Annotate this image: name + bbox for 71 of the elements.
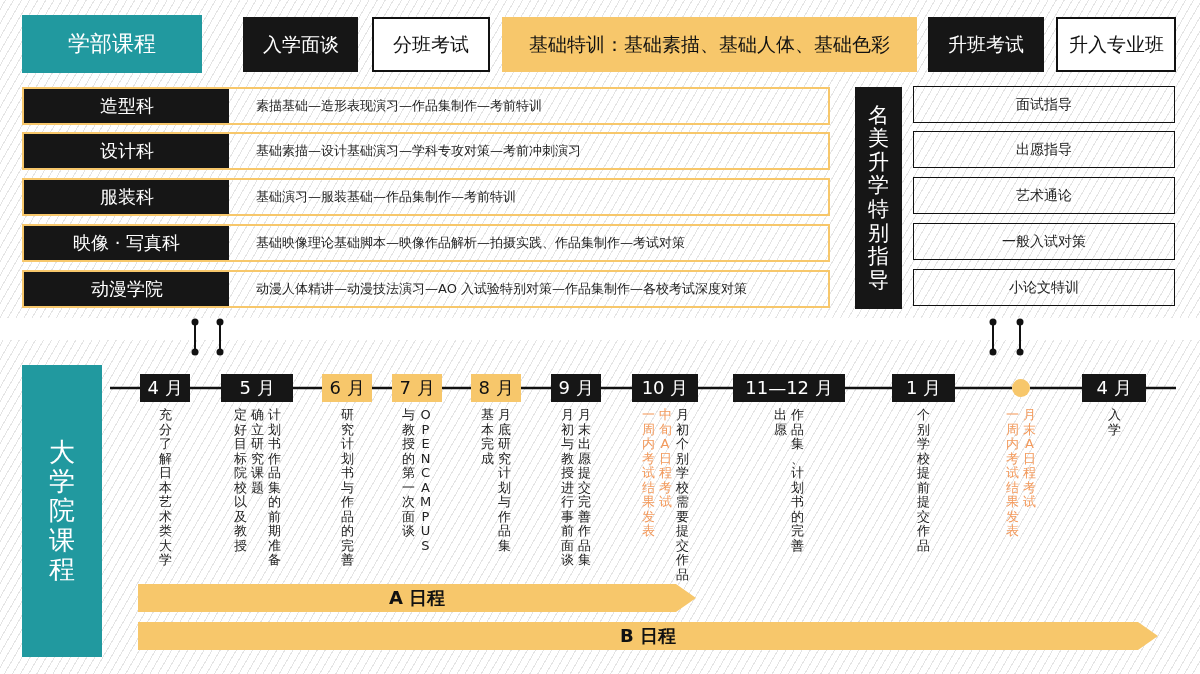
timeline-line [372, 386, 392, 390]
timeline-line [601, 386, 632, 390]
milestone-note: 一周内考试结果发表 [641, 408, 655, 539]
timeline-line [698, 386, 733, 390]
timeline-line [293, 386, 322, 390]
stage-box: 入学面谈 [243, 17, 358, 72]
timeline-line [955, 386, 1012, 390]
section-title: 学部课程 [22, 15, 202, 73]
milestone-note: 一周内考试结果发表 [1005, 408, 1020, 539]
guidance-box: 小论文特训 [913, 269, 1175, 306]
course-row [22, 178, 830, 216]
month-tag: 4 月 [140, 374, 190, 402]
course-path-text: 基础素描—设计基础演习—学科专攻对策—考前冲刺演习 [256, 142, 581, 160]
milestone-note: 入学 [1107, 408, 1121, 437]
course-row [22, 270, 830, 308]
month-tag: 8 月 [471, 374, 521, 402]
milestone-note: 月底研究计划与作品集 [497, 408, 512, 553]
milestone-note: 确立研究课题 [250, 408, 264, 495]
milestone-note: 个别学校提前提交作品 [916, 408, 931, 553]
milestone-note: 计划书作品集的前期准备 [267, 408, 281, 568]
month-tag: 1 月 [892, 374, 955, 402]
month-tag: 4 月 [1082, 374, 1146, 402]
section-title: 名美升学特别指导 [855, 87, 902, 309]
milestone-note: 基本完成 [480, 408, 495, 466]
course-name-label: 造型科 [24, 89, 229, 123]
course-path-text: 基础演习—服装基础—作品集制作—考前特训 [256, 188, 516, 206]
stage-box: 升入专业班 [1056, 17, 1176, 72]
timeline-line [442, 386, 471, 390]
guidance-box: 一般入试对策 [913, 223, 1175, 260]
month-tag: 10 月 [632, 374, 698, 402]
course-name-label: 设计科 [24, 134, 229, 168]
timeline-line [521, 386, 551, 390]
guidance-box: 艺术通论 [913, 177, 1175, 214]
schedule-bar: B 日程 [138, 622, 1158, 650]
course-row [22, 224, 830, 262]
stage-box: 基础特训：基础素描、基础人体、基础色彩 [502, 17, 917, 72]
course-path-text: 基础映像理论基础脚本—映像作品解析—拍摄实践、作品集制作—考试对策 [256, 234, 685, 252]
guidance-box: 出愿指导 [913, 131, 1175, 168]
milestone-note: 月末出愿提交完善作品集 [577, 408, 592, 568]
timeline-line [190, 386, 221, 390]
milestone-note: 作品集、计划书的完善 [790, 408, 805, 553]
milestone-note: 充分了解日本艺术类大学 [158, 408, 172, 568]
month-tag: 9 月 [551, 374, 601, 402]
milestone-note: 中旬 A 日程考试 [658, 408, 672, 510]
schedule-bar: A 日程 [138, 584, 696, 612]
section-title: 大学院课程 [22, 365, 102, 657]
timeline-line [845, 386, 892, 390]
milestone-note: OPEN CAMPUS [418, 408, 433, 553]
month-tag: 11—12 月 [733, 374, 845, 402]
month-tag: 5 月 [221, 374, 293, 402]
milestone-note: 与教授的第一次面谈 [401, 408, 416, 539]
course-name-label: 动漫学院 [24, 272, 229, 306]
milestone-note: 定好目标院校以及教授 [233, 408, 247, 553]
course-row [22, 132, 830, 170]
milestone-note: 月初与教授进行事前面谈 [560, 408, 575, 568]
course-name-label: 服装科 [24, 180, 229, 214]
course-name-label: 映像 · 写真科 [24, 226, 229, 260]
stage-box: 升班考试 [928, 17, 1044, 72]
milestone-note: 研究计划书与作品的完善 [340, 408, 354, 568]
milestone-note: 月末 A 日程考试 [1022, 408, 1037, 510]
course-path-text: 动漫人体精讲—动漫技法演习—AO 入试验特别对策—作品集制作—各校考试深度对策 [256, 280, 748, 298]
stage-box: 分班考试 [372, 17, 490, 72]
course-row [22, 87, 830, 125]
timeline-line [1030, 386, 1082, 390]
milestone-note: 出愿 [773, 408, 788, 437]
guidance-box: 面试指导 [913, 86, 1175, 123]
month-tag: 7 月 [392, 374, 442, 402]
milestone-dot [1012, 379, 1030, 397]
course-path-text: 素描基础—造形表现演习—作品集制作—考前特训 [256, 97, 542, 115]
milestone-note: 月初个别学校需要提交作品 [675, 408, 689, 582]
month-tag: 6 月 [322, 374, 372, 402]
